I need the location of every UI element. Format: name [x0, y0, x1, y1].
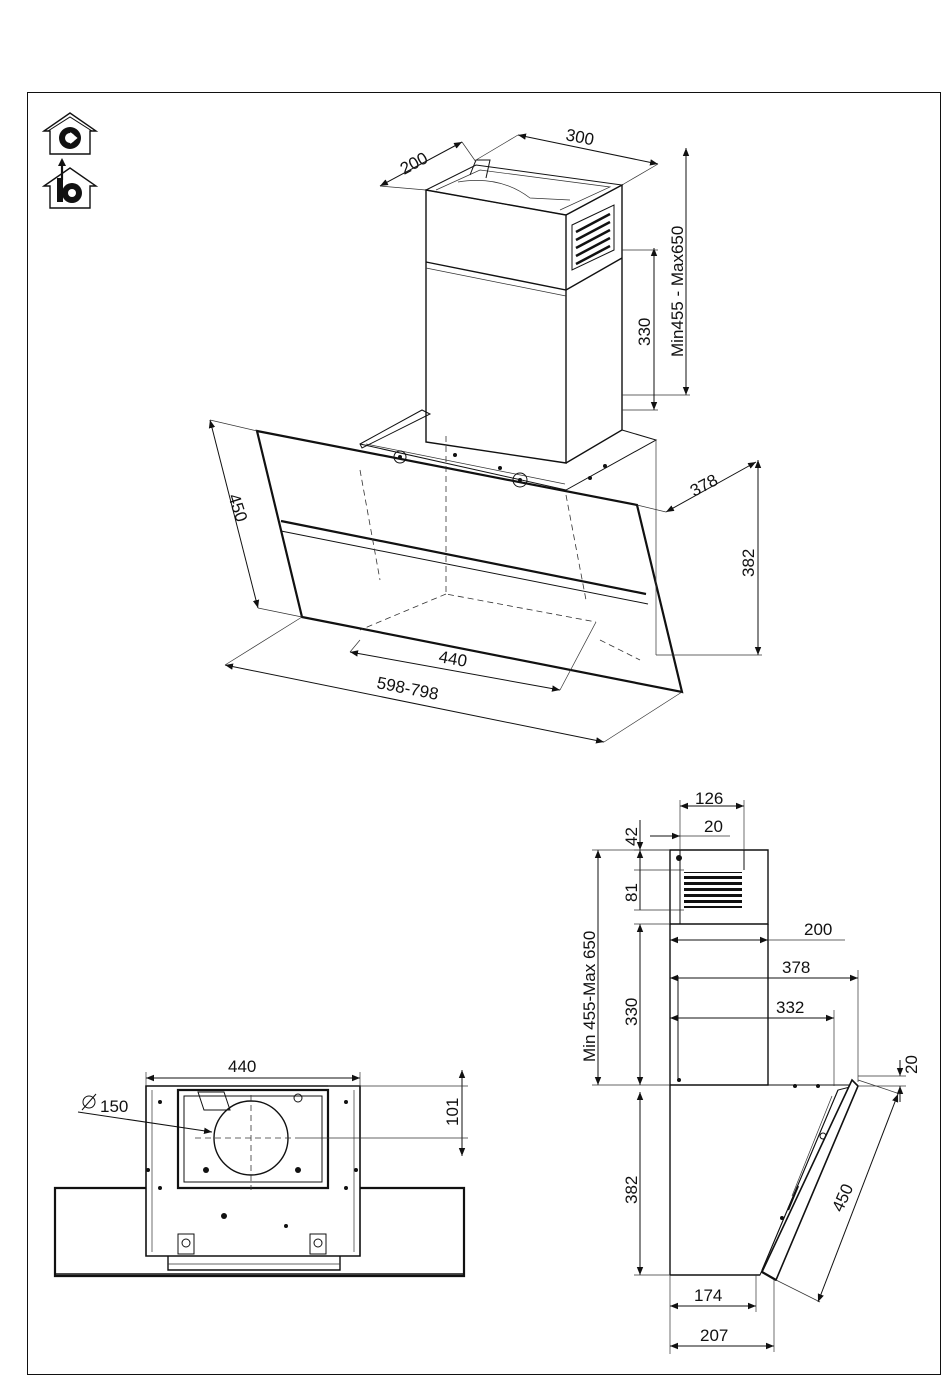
dim-duct-offset: 101	[443, 1098, 462, 1126]
iso-view: 200 300 Min455 - Max650 330 378 382 450	[210, 125, 762, 742]
dim-bottom-width: 440	[228, 1057, 256, 1076]
dim-side-glass-gap: 20	[902, 1055, 921, 1074]
dim-side-bottom-depth: 174	[694, 1286, 722, 1305]
dim-side-hood-depth: 378	[782, 958, 810, 977]
dim-top-gap: 20	[704, 817, 723, 836]
recirculation-mode-icon	[44, 158, 96, 208]
dim-hood-height: 382	[739, 549, 758, 577]
dim-side-frame-depth: 332	[776, 998, 804, 1017]
side-view: 126 20 42 81 Min 455-Max 650 330 200 378	[580, 789, 921, 1354]
dim-side-glass-length: 450	[828, 1181, 857, 1215]
dim-chimney-range: Min455 - Max650	[668, 226, 687, 357]
dim-hood-depth: 378	[687, 470, 721, 500]
dim-body-width: 440	[437, 647, 468, 671]
dim-side-chimney-depth: 200	[804, 920, 832, 939]
dim-side-chimney-range: Min 455-Max 650	[580, 931, 599, 1062]
dim-side-total-depth: 207	[700, 1326, 728, 1345]
dim-side-chimney-lower: 330	[622, 998, 641, 1026]
bottom-view: 440 150 101	[55, 1057, 468, 1276]
dim-top-width: 126	[695, 789, 723, 808]
dim-side-hood-height: 382	[622, 1176, 641, 1204]
dim-total-width: 598-798	[375, 673, 440, 704]
dim-top-offset: 42	[622, 827, 641, 846]
vent-grille	[684, 872, 742, 908]
dim-glass-length: 450	[224, 491, 251, 524]
dim-duct-diameter: 150	[100, 1097, 128, 1116]
dim-vent-height: 81	[622, 883, 641, 902]
extraction-mode-icon	[44, 113, 96, 154]
dim-chimney-upper: 330	[635, 318, 654, 346]
